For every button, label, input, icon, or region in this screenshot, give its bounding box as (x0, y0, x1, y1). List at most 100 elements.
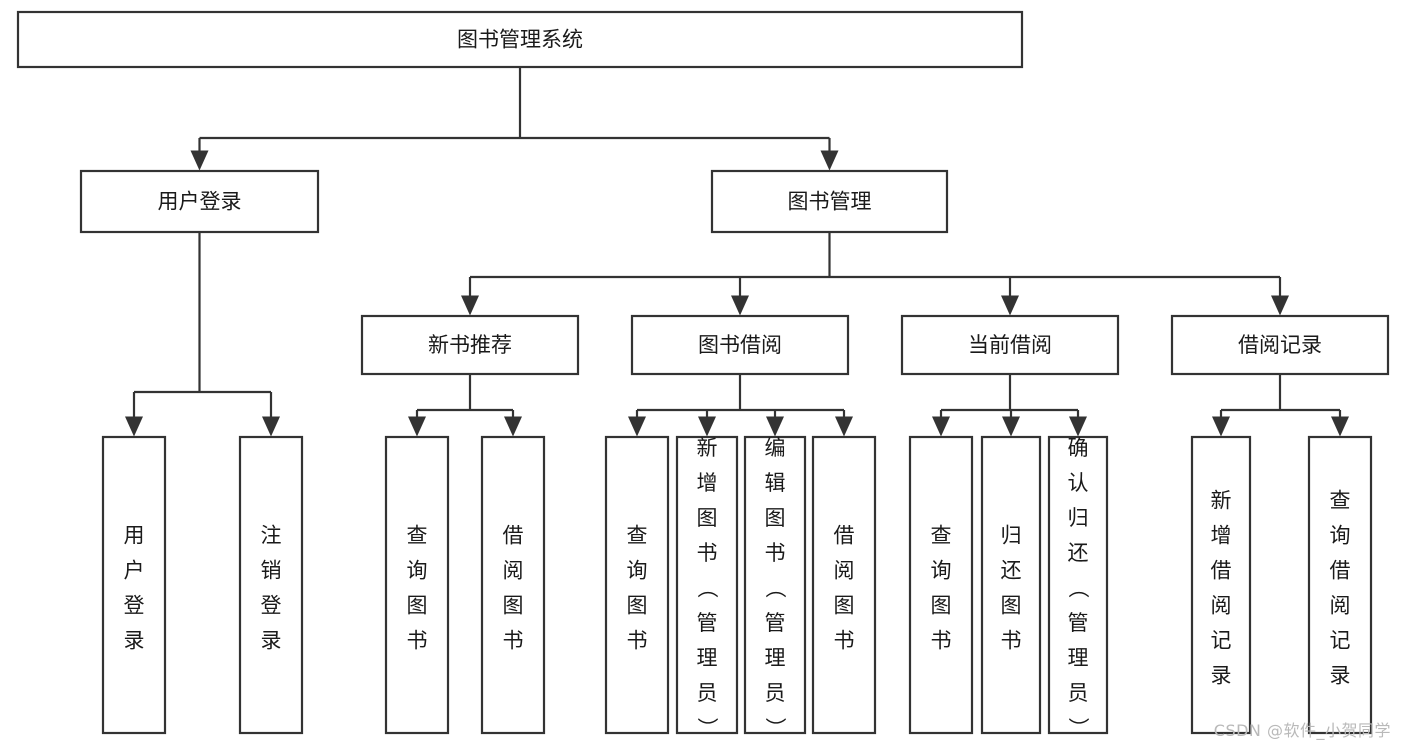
node-leaf-user-login[interactable]: 用户登录 (101, 435, 167, 735)
node-leaf-query-book-2-box[interactable] (604, 435, 670, 735)
arrow-head-icon (408, 416, 426, 437)
node-leaf-add-book-label-char: 理 (697, 646, 718, 670)
node-leaf-borrow-book-2-box[interactable] (811, 435, 877, 735)
node-leaf-add-book-box[interactable] (675, 435, 739, 735)
arrow-head-icon (1212, 416, 1230, 437)
node-new-book-recommend-box[interactable] (360, 314, 580, 376)
node-leaf-add-book-label-char: 增 (697, 471, 718, 495)
node-leaf-add-record-box[interactable] (1190, 435, 1252, 735)
node-root-box[interactable] (16, 10, 1024, 69)
node-leaf-add-book-label-char: 图 (697, 506, 718, 530)
node-leaf-confirm-return-label-char: ） (1066, 717, 1090, 738)
node-leaf-add-record-label-char: 新 (1211, 488, 1232, 512)
node-leaf-add-book-label-char: （ (695, 577, 719, 598)
node-leaf-query-record-label-char: 录 (1330, 663, 1351, 687)
node-current-borrow-box[interactable] (900, 314, 1120, 376)
node-leaf-query-book-2-label-char: 查 (627, 523, 648, 547)
node-leaf-user-login-label-char: 户 (124, 558, 145, 582)
node-leaf-borrow-book-2-label-char: 书 (834, 628, 855, 652)
node-leaf-add-book-label-char: 管 (697, 611, 718, 635)
node-leaf-confirm-return-label-char: 还 (1068, 541, 1089, 565)
node-book-management[interactable]: 图书管理 (710, 169, 949, 234)
node-leaf-query-book-2-label-char: 书 (627, 628, 648, 652)
arrow-head-icon (1271, 295, 1289, 316)
node-user-login-box[interactable] (79, 169, 320, 234)
node-leaf-add-book-label-char: 新 (697, 436, 718, 460)
node-leaf-query-book-2-label-char: 询 (627, 558, 648, 582)
node-leaf-edit-book-label-char: 理 (765, 646, 786, 670)
node-leaf-query-record-label-char: 记 (1330, 628, 1351, 652)
node-leaf-return-book-label-char: 归 (1001, 523, 1022, 547)
node-leaf-edit-book-box[interactable] (743, 435, 807, 735)
arrow-head-icon (1002, 416, 1020, 437)
node-leaf-borrow-book-1-box[interactable] (480, 435, 546, 735)
node-leaf-edit-book-label-char: 管 (765, 611, 786, 635)
node-current-borrow[interactable]: 当前借阅 (900, 314, 1120, 376)
node-leaf-confirm-return-label-char: 管 (1068, 611, 1089, 635)
node-new-book-recommend[interactable]: 新书推荐 (360, 314, 580, 376)
node-book-borrow[interactable]: 图书借阅 (630, 314, 850, 376)
node-leaf-borrow-book-2-label-char: 图 (834, 593, 855, 617)
arrow-head-icon (1069, 416, 1087, 437)
node-leaf-confirm-return-label-char: （ (1066, 577, 1090, 598)
node-leaf-query-book-1-box[interactable] (384, 435, 450, 735)
node-leaf-add-book-label-char: 书 (697, 541, 718, 565)
node-leaf-add-record-label-char: 录 (1211, 663, 1232, 687)
node-leaf-borrow-book-1-label-char: 借 (503, 523, 524, 547)
node-leaf-confirm-return-label-char: 确 (1068, 436, 1089, 460)
node-leaf-query-book-3-label-char: 查 (931, 523, 952, 547)
node-borrow-record-label: 借阅记录 (1238, 333, 1322, 357)
node-leaf-query-record-box[interactable] (1307, 435, 1373, 735)
node-leaf-edit-book-label-char: 员 (765, 681, 786, 705)
node-leaf-query-record-label-char: 查 (1330, 488, 1351, 512)
node-leaf-user-logout-label-char: 录 (261, 628, 282, 652)
arrow-head-icon (461, 295, 479, 316)
node-leaf-query-book-1-label-char: 询 (407, 558, 428, 582)
arrow-head-icon (628, 416, 646, 437)
node-leaf-return-book-box[interactable] (980, 435, 1042, 735)
node-root-label: 图书管理系统 (457, 28, 583, 52)
node-leaf-user-logout-box[interactable] (238, 435, 304, 735)
node-root[interactable]: 图书管理系统 (16, 10, 1024, 69)
node-leaf-query-book-3-box[interactable] (908, 435, 974, 735)
node-leaf-query-record-label-char: 阅 (1330, 593, 1351, 617)
node-user-login-label: 用户登录 (158, 190, 242, 214)
node-leaf-query-book-3-label-char: 询 (931, 558, 952, 582)
node-leaf-return-book-label-char: 图 (1001, 593, 1022, 617)
node-leaf-confirm-return-label-char: 员 (1068, 681, 1089, 705)
node-leaf-query-book-3-label-char: 书 (931, 628, 952, 652)
node-book-management-box[interactable] (710, 169, 949, 234)
node-book-borrow-box[interactable] (630, 314, 850, 376)
node-leaf-add-record-label-char: 增 (1211, 523, 1232, 547)
node-borrow-record[interactable]: 借阅记录 (1170, 314, 1390, 376)
node-leaf-user-logout-label-char: 登 (261, 593, 282, 617)
node-leaf-edit-book-label-char: 图 (765, 506, 786, 530)
arrow-head-icon (835, 416, 853, 437)
node-leaf-user-login-box[interactable] (101, 435, 167, 735)
arrow-head-icon (190, 150, 209, 171)
node-leaf-borrow-book-1-label-char: 阅 (503, 558, 524, 582)
node-leaf-return-book-label-char: 书 (1001, 628, 1022, 652)
node-leaf-query-book-1-label-char: 图 (407, 593, 428, 617)
node-leaf-query-record-label-char: 借 (1330, 558, 1351, 582)
node-leaf-confirm-return-box[interactable] (1047, 435, 1109, 735)
node-leaf-query-book-3-label-char: 图 (931, 593, 952, 617)
node-leaf-user-login-label-char: 录 (124, 628, 145, 652)
node-user-login[interactable]: 用户登录 (79, 169, 320, 234)
arrow-head-icon (698, 416, 716, 437)
node-borrow-record-box[interactable] (1170, 314, 1390, 376)
